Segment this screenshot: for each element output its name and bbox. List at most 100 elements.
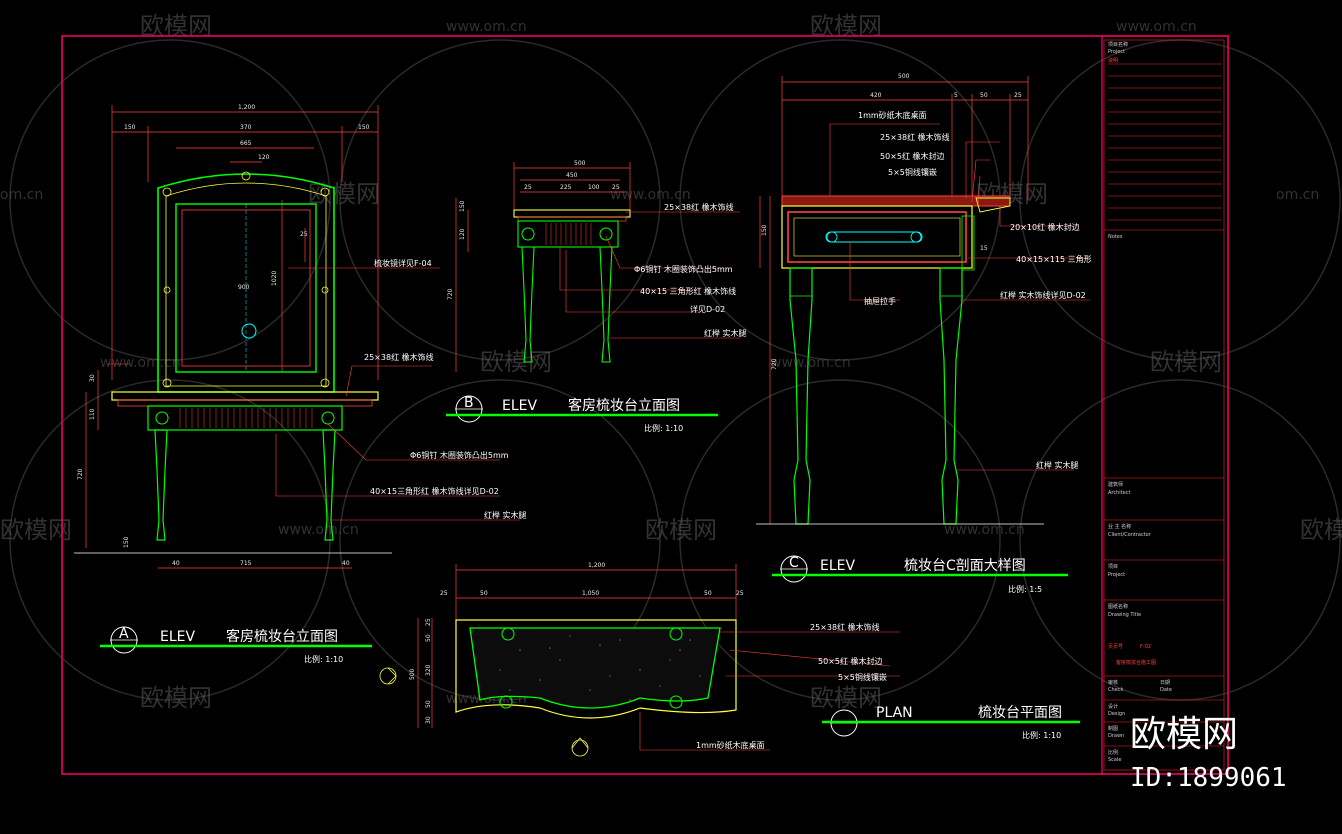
brand-id: ID:1899061 — [1130, 763, 1287, 793]
table-b-leg-left — [521, 246, 535, 363]
watermark-site: www.om.cn — [278, 522, 359, 538]
dim-a-offset: 25 — [300, 231, 308, 238]
watermark-site: om.cn — [0, 187, 43, 203]
watermark-site: www.om.cn — [100, 355, 181, 371]
view-b-title-block: B ELEV 客房梳妆台立面图 比例: 1:10 — [446, 395, 718, 433]
tb-item-en: Project — [1108, 572, 1125, 578]
note-plan-surface: 1mm砂纸木底桌面 — [696, 740, 765, 750]
tb-date-cn: 日期 — [1160, 680, 1170, 686]
note-c-molding: 25×38红 橡木饰线 — [880, 132, 950, 142]
note-a-leg: 红榉 实木腿 — [484, 510, 527, 520]
tb-drawing-name: 客房梳妆台施工图 — [1116, 659, 1156, 666]
view-a-title-block: A ELEV 客房梳妆台立面图 比例: 1:10 — [100, 626, 372, 664]
view-c-letter: C — [789, 555, 799, 571]
watermark-brand: 欧模网 — [480, 348, 552, 376]
note-b-molding: 25×38红 橡木饰线 — [664, 202, 734, 212]
tb-check-cn: 审核 — [1108, 679, 1118, 686]
note-c-top-surface: 1mm砂纸木底桌面 — [858, 110, 927, 120]
table-a-leg-left — [154, 429, 168, 541]
tb-scale-en: Scale — [1108, 757, 1121, 763]
watermark-brand: 欧模网 — [140, 684, 212, 712]
note-b-leg: 红榉 实木腿 — [704, 328, 747, 338]
note-plan-molding: 25×38红 橡木饰线 — [810, 622, 880, 632]
dim-plan-inner: 1,050 — [582, 590, 599, 597]
dim-a-mirror-top: 665 — [240, 140, 252, 147]
dim-c-d4: 25 — [1014, 92, 1022, 99]
dim-plan-overall: 1,200 — [588, 562, 605, 569]
section-drawer-box — [781, 205, 973, 269]
tb-drawing-cn: 图纸名称 — [1108, 603, 1128, 610]
watermark-site: www.om.cn — [944, 522, 1025, 538]
section-marker-b — [379, 667, 397, 685]
title-block: 项目名称 Project 说明 Notes 建筑师 Architect 业 主 … — [1103, 39, 1225, 771]
view-a-type: ELEV — [160, 629, 195, 645]
dim-b-h3: 720 — [447, 288, 454, 300]
mirror-frame-outer — [157, 173, 335, 393]
view-c-scale: 比例: 1:5 — [1008, 584, 1042, 594]
table-b-apron — [517, 220, 619, 248]
dim-plan-m1: 25 — [440, 590, 448, 597]
note-c-leg: 红榉 实木腿 — [1036, 460, 1079, 470]
tb-date-en: Date — [1160, 687, 1172, 693]
watermark-brand: 欧模网 — [645, 516, 717, 544]
tb-client-cn: 业 主 名称 — [1108, 523, 1131, 530]
plan-section-marker — [571, 737, 589, 757]
view-plan-type: PLAN — [876, 705, 913, 721]
tb-architect-cn: 建筑师 — [1108, 481, 1123, 488]
plan-top-outer — [455, 619, 737, 719]
note-c-copper: 5×5铜线镶嵌 — [888, 167, 937, 177]
dim-plan-depth: 500 — [409, 668, 416, 680]
section-top — [781, 195, 1011, 207]
watermark-circles — [9, 39, 1341, 701]
watermark-site: www.om.cn — [1116, 19, 1197, 35]
plan-stone-texture — [499, 635, 701, 701]
tb-notes-cn: 说明 — [1108, 57, 1118, 64]
tb-design-en: Design — [1108, 711, 1125, 717]
tb-drawing-en: Drawing Title — [1108, 612, 1141, 618]
dim-a-left-margin: 150 — [124, 124, 136, 131]
tb-item-cn: 项目 — [1108, 564, 1118, 570]
tb-project-cn: 项目名称 — [1108, 41, 1128, 48]
tb-drawn-cn: 制图 — [1108, 725, 1118, 732]
note-c-detail: 红榉 实木饰线详见D-02 — [1000, 290, 1086, 300]
dim-b-d2: 225 — [560, 184, 572, 191]
note-a-molding: 25×38红 橡木饰线 — [364, 352, 434, 362]
sheet-frame — [61, 35, 1229, 775]
note-plan-copper: 5×5铜线镶嵌 — [838, 672, 887, 682]
note-c-handle: 抽屉拉手 — [864, 296, 896, 306]
dim-b-inner: 450 — [566, 172, 578, 179]
dim-plan-d4: 50 — [425, 700, 432, 708]
dim-b-d3: 100 — [588, 184, 600, 191]
dim-plan-d1: 25 — [425, 618, 432, 626]
watermark-layer: 欧模网 www.om.cn 欧模网 www.om.cn om.cn 欧模网 ww… — [0, 12, 1342, 712]
dim-c-d5: 15 — [980, 245, 988, 252]
dim-a-height: 720 — [77, 468, 84, 480]
watermark-site: www.om.cn — [446, 19, 527, 35]
dim-plan-m3: 50 — [704, 590, 712, 597]
view-plan-scale: 比例: 1:10 — [1022, 730, 1061, 740]
dim-c-d2: 5 — [954, 92, 958, 99]
dim-a-foot-left: 40 — [172, 560, 180, 567]
view-b-scale: 比例: 1:10 — [644, 423, 683, 433]
note-b-detail: 详见D-02 — [690, 304, 725, 314]
section-drawer-handle — [825, 231, 923, 243]
note-a-triangle-molding: 40×15三角形红 橡木饰线详见D-02 — [370, 486, 499, 496]
dim-a-right-margin: 150 — [358, 124, 370, 131]
note-a-copper-nail: Φ6铜钉 木圈装饰凸出5mm — [410, 450, 509, 460]
dim-a-h4: 150 — [123, 536, 130, 548]
dim-b-overall: 500 — [574, 160, 586, 167]
dim-b-h2: 150 — [459, 200, 466, 212]
dim-a-mirror-width: 900 — [238, 284, 250, 291]
watermark-site: www.om.cn — [610, 187, 691, 203]
view-b-title: 客房梳妆台立面图 — [568, 397, 680, 414]
view-b-type: ELEV — [502, 398, 537, 414]
view-a-letter: A — [119, 626, 129, 642]
dim-c-overall: 500 — [898, 73, 910, 80]
tb-check-en: Check — [1108, 687, 1123, 693]
tb-sheet-number: F-02 — [1140, 644, 1151, 650]
dim-a-span: 715 — [240, 560, 252, 567]
dim-a-h3: 110 — [89, 408, 96, 420]
dim-plan-d2: 50 — [425, 634, 432, 642]
note-plan-edging: 50×5红 橡木封边 — [818, 656, 883, 666]
